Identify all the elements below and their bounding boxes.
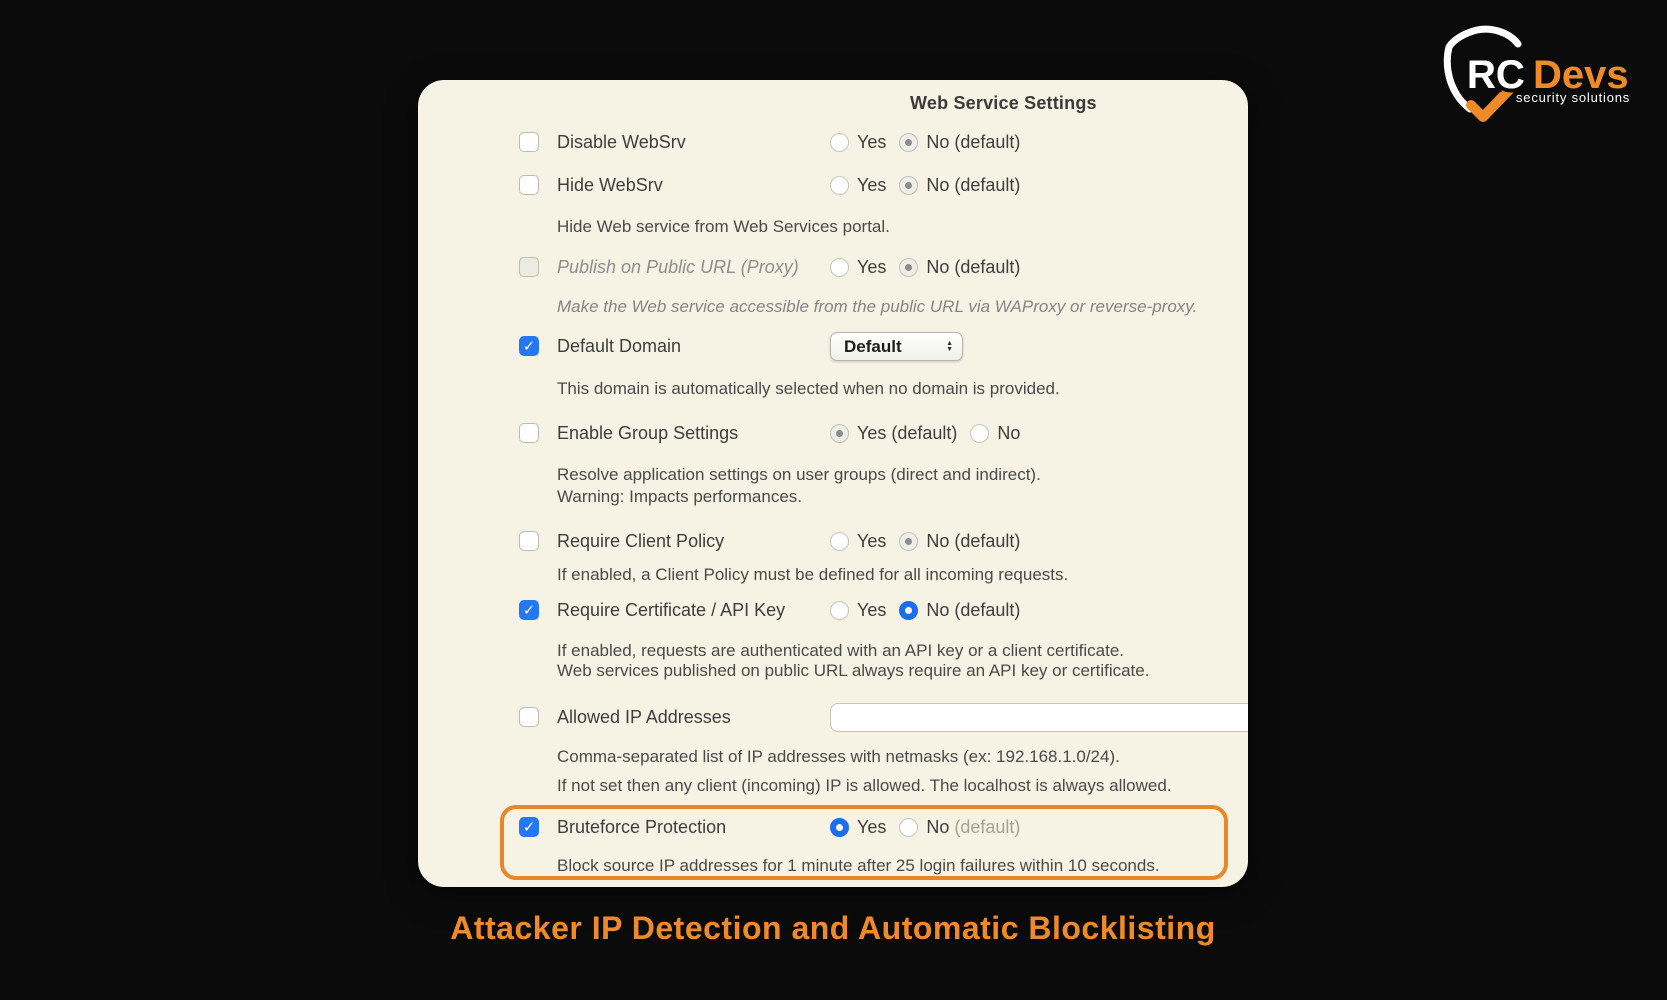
disable-websrv-radios: Yes No (default) [830,132,1033,153]
bruteforce-label: Bruteforce Protection [557,816,727,837]
publish-proxy-help: Make the Web service accessible from the… [557,297,1198,316]
radio-no-selected[interactable] [899,175,919,195]
default-domain-label: Default Domain [557,335,682,356]
web-service-settings-panel: Web Service Settings Disable WebSrv Yes … [418,80,1248,887]
enable-group-settings-checkbox[interactable] [519,423,539,443]
stepper-up-icon: ▲ [946,339,953,347]
radio-no-label: No (default) [926,599,1021,620]
logo-tagline-text: security solutions [1516,90,1630,105]
require-client-policy-label: Require Client Policy [557,530,725,551]
radio-yes-label: Yes (default) [857,422,958,443]
logo-rc-text-fill: RC [1467,53,1525,97]
radio-no[interactable] [899,817,919,837]
require-certificate-checkbox[interactable]: ✓ [519,600,539,620]
bruteforce-highlight-box [500,805,1228,880]
radio-no-label: No (default) [926,131,1021,152]
allowed-ip-checkbox[interactable] [519,707,539,727]
hide-websrv-label: Hide WebSrv [557,174,663,195]
require-client-policy-radios: Yes No (default) [830,531,1033,552]
shield-icon [1443,25,1522,113]
allowed-ip-label: Allowed IP Addresses [557,706,731,727]
radio-yes-label: Yes [857,530,887,551]
default-domain-selected-value: Default [844,336,902,356]
radio-no-selected[interactable] [899,257,919,277]
bruteforce-radios: Yes No (default) [830,817,1033,838]
publish-proxy-checkbox[interactable] [519,257,539,277]
radio-no[interactable] [970,423,990,443]
publish-proxy-label: Publish on Public URL (Proxy) [557,256,799,277]
radio-no-label: No [997,422,1021,443]
radio-yes-label: Yes [857,174,887,195]
allowed-ip-help-1: Comma-separated list of IP addresses wit… [557,747,1120,766]
radio-yes-selected[interactable] [830,817,849,837]
radio-yes[interactable] [830,531,849,551]
require-client-policy-checkbox[interactable] [519,531,539,551]
publish-proxy-radios: Yes No (default) [830,257,1033,278]
row-default-domain: ✓ Default Domain [519,334,1248,358]
radio-yes-label: Yes [857,599,887,620]
enable-group-settings-help-2: Warning: Impacts performances. [557,487,803,506]
row-disable-websrv: Disable WebSrv Yes No (default) [519,130,1248,154]
row-require-client-policy: Require Client Policy Yes No (default) [519,529,1248,553]
logo-devs-text: Devs [1533,53,1629,97]
shield-check-icon [1466,85,1514,122]
row-enable-group-settings: Enable Group Settings Yes (default) No [519,421,1248,445]
check-icon: ✓ [522,601,536,619]
rcdevs-logo-graphic: RC RC Devs security solutions [1443,25,1630,122]
bruteforce-help: Block source IP addresses for 1 minute a… [557,856,1160,875]
radio-no-selected[interactable] [899,132,919,152]
row-hide-websrv: Hide WebSrv Yes No (default) [519,173,1248,197]
image-caption: Attacker IP Detection and Automatic Bloc… [450,910,1216,946]
radio-no-label: No (default) [926,256,1021,277]
row-allowed-ip: Allowed IP Addresses [519,705,1248,729]
allowed-ip-help-2: If not set then any client (incoming) IP… [557,776,1172,795]
allowed-ip-input[interactable] [830,703,1248,732]
logo-rc-text: RC [1467,53,1525,97]
enable-group-settings-help-1: Resolve application settings on user gro… [557,465,1041,484]
require-client-policy-help: If enabled, a Client Policy must be defi… [557,565,1069,584]
row-publish-proxy: Publish on Public URL (Proxy) Yes No (de… [519,255,1248,279]
radio-no-label: No (default) [926,816,1021,837]
hide-websrv-help: Hide Web service from Web Services porta… [557,217,890,236]
default-domain-checkbox[interactable]: ✓ [519,336,539,356]
enable-group-settings-radios: Yes (default) No [830,423,1033,444]
radio-no-selected[interactable] [899,600,919,620]
hide-websrv-radios: Yes No (default) [830,175,1033,196]
panel-title: Web Service Settings [910,93,1097,113]
require-certificate-label: Require Certificate / API Key [557,599,786,620]
select-stepper-icon: ▲ ▼ [946,339,953,353]
require-certificate-help-2: Web services published on public URL alw… [557,661,1150,680]
enable-group-settings-label: Enable Group Settings [557,422,739,443]
check-icon: ✓ [522,337,536,355]
radio-no-default-suffix: (default) [954,816,1021,837]
require-certificate-radios: Yes No (default) [830,600,1033,621]
radio-no-label: No (default) [926,174,1021,195]
radio-yes-label: Yes [857,256,887,277]
radio-yes-selected[interactable] [830,423,849,443]
rcdevs-logo: RC RC Devs security solutions [1443,22,1648,127]
radio-no-selected[interactable] [899,531,919,551]
check-icon: ✓ [522,818,536,836]
radio-yes[interactable] [830,600,849,620]
default-domain-select[interactable]: Default ▲ ▼ [830,332,963,361]
disable-websrv-checkbox[interactable] [519,132,539,152]
radio-yes-label: Yes [857,816,887,837]
radio-no-label: No (default) [926,530,1021,551]
radio-yes-label: Yes [857,131,887,152]
row-require-certificate: ✓ Require Certificate / API Key Yes No (… [519,598,1248,622]
radio-yes[interactable] [830,257,849,277]
hide-websrv-checkbox[interactable] [519,175,539,195]
default-domain-help: This domain is automatically selected wh… [557,379,1060,398]
stepper-down-icon: ▼ [946,345,953,353]
row-bruteforce: ✓ Bruteforce Protection Yes No (default) [519,815,1248,839]
disable-websrv-label: Disable WebSrv [557,131,686,152]
radio-yes[interactable] [830,132,849,152]
bruteforce-checkbox[interactable]: ✓ [519,817,539,837]
radio-yes[interactable] [830,175,849,195]
require-certificate-help-1: If enabled, requests are authenticated w… [557,641,1124,660]
